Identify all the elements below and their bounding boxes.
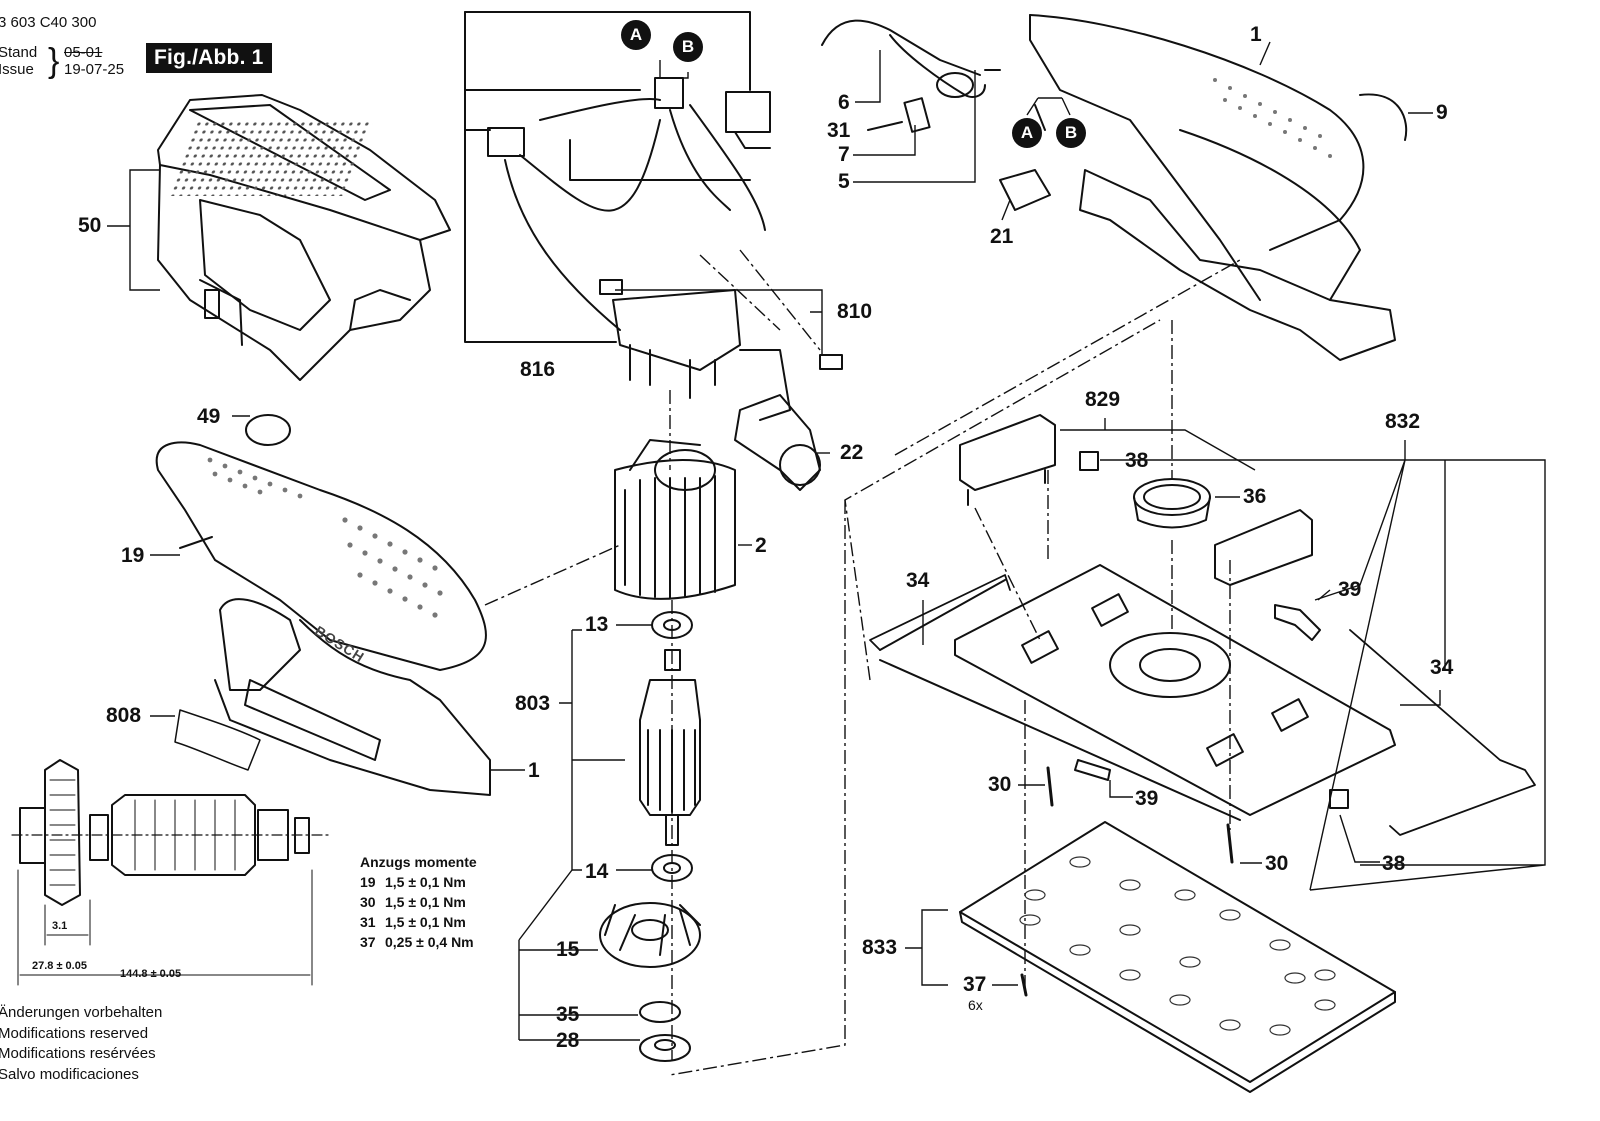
- stand-label: Stand: [0, 44, 38, 61]
- armature-drawing: [599, 611, 701, 1062]
- part-label-810: 810: [837, 300, 873, 323]
- dust-box-perforation: [166, 118, 376, 196]
- part-label-833: 833: [862, 936, 898, 959]
- note-line: Modifications reserved: [0, 1024, 149, 1042]
- housing-top-drawing: [821, 14, 1408, 361]
- part-label-34-left: 34: [906, 569, 930, 592]
- part-label-37: 37: [963, 973, 987, 996]
- part-label-13: 13: [585, 613, 609, 636]
- part-label-30-left: 30: [988, 773, 1012, 796]
- wiring-badge-a: A: [621, 20, 651, 50]
- housing-top-perforation: [1213, 78, 1332, 158]
- note-line: Modifications resérvées: [0, 1045, 156, 1062]
- issue-label: Issue: [0, 61, 34, 78]
- part-label-39-bottom: 39: [1135, 787, 1159, 810]
- new-date: 19-07-25: [64, 61, 125, 78]
- dimension-1: 3.1: [52, 920, 68, 932]
- dimension-3: 144.8 ± 0.05: [120, 968, 182, 980]
- part-label-28: 28: [556, 1029, 580, 1052]
- part-label-1-bottom: 1: [528, 759, 540, 782]
- part-label-49: 49: [197, 405, 221, 428]
- armature-dimension-drawing: [11, 759, 331, 986]
- part-label-14: 14: [585, 860, 609, 883]
- part-label-2: 2: [755, 534, 767, 557]
- wiring-drawing: [464, 11, 843, 491]
- part-label-38-top: 38: [1125, 449, 1149, 472]
- part-label-6: 6: [838, 91, 850, 114]
- stator-drawing: [614, 439, 736, 600]
- part-label-35: 35: [556, 1003, 580, 1026]
- part-label-31: 31: [827, 119, 851, 142]
- part-37-quantity: 6x: [968, 997, 983, 1013]
- part-label-21: 21: [990, 225, 1014, 248]
- note-line: Salvo modificaciones: [0, 1065, 139, 1083]
- part-label-34-right: 34: [1430, 656, 1454, 679]
- part-label-50: 50: [78, 214, 102, 237]
- part-label-15: 15: [556, 938, 580, 961]
- housing-bottom-drawing: [155, 414, 491, 796]
- wiring-badge-b: B: [673, 32, 703, 62]
- sanding-plate-holes: [1019, 856, 1336, 1036]
- part-label-829: 829: [1085, 388, 1121, 411]
- figure-title: Fig./Abb. 1: [146, 43, 272, 73]
- dimension-2: 27.8 ± 0.05: [32, 960, 87, 972]
- part-label-36: 36: [1243, 485, 1267, 508]
- note-line: Änderungen vorbehalten: [0, 1004, 163, 1021]
- modification-notes: Änderungen vorbehalten Modifications res…: [0, 1003, 162, 1085]
- header-brace: }: [48, 42, 60, 80]
- part-label-816: 816: [520, 358, 556, 381]
- part-label-19: 19: [121, 544, 145, 567]
- base-plate-drawing: [869, 414, 1536, 1093]
- part-label-9: 9: [1436, 101, 1448, 124]
- part-label-5: 5: [838, 170, 850, 193]
- doc-number: 3 603 C40 300: [0, 14, 97, 31]
- old-date: 05-01: [64, 44, 103, 61]
- part-label-30-right: 30: [1265, 852, 1289, 875]
- part-label-808: 808: [106, 704, 142, 727]
- part-label-832: 832: [1385, 410, 1421, 433]
- grip-perforation: [207, 457, 443, 618]
- housing-badge-b: B: [1056, 118, 1086, 148]
- part-label-22: 22: [840, 441, 864, 464]
- part-label-1-top: 1: [1250, 23, 1262, 46]
- part-label-39-top: 39: [1338, 578, 1362, 601]
- part-label-803: 803: [515, 692, 551, 715]
- housing-badge-a: A: [1012, 118, 1042, 148]
- torque-table-title: Anzugs momente: [360, 854, 477, 870]
- part-label-38-bottom: 38: [1382, 852, 1406, 875]
- part-label-7: 7: [838, 143, 850, 166]
